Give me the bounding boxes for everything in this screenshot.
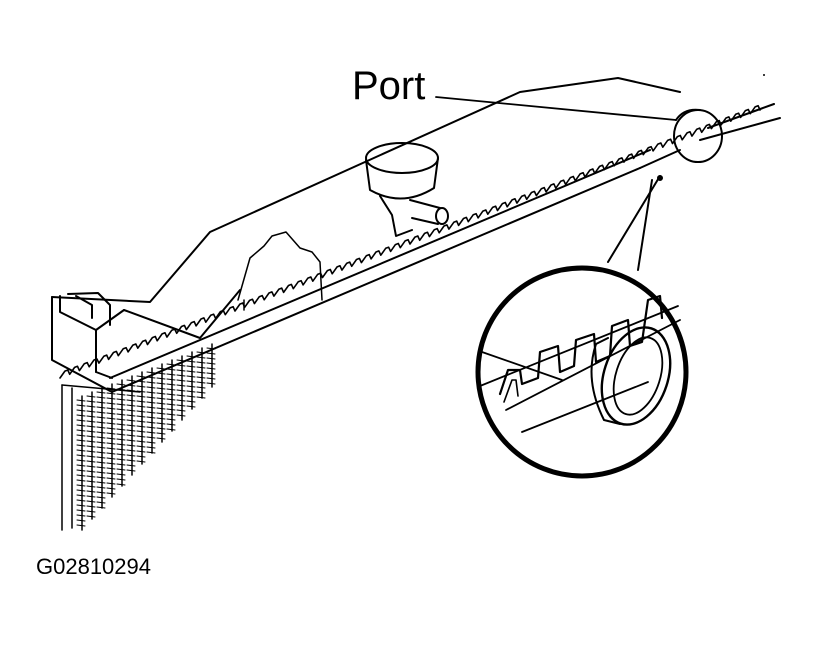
figure-id: G02810294 bbox=[36, 554, 151, 579]
detail-crimp-teeth bbox=[498, 294, 664, 396]
core-fins bbox=[76, 343, 216, 531]
crimp-seam bbox=[59, 104, 761, 379]
port-label: Port bbox=[352, 64, 426, 108]
magnified-detail bbox=[475, 265, 689, 479]
stray-dot bbox=[763, 74, 765, 76]
port-leader-line bbox=[435, 96, 677, 121]
tank-body bbox=[51, 77, 781, 393]
internal-baffle bbox=[237, 231, 323, 311]
callout-lines bbox=[607, 175, 663, 271]
radiator-core bbox=[61, 343, 216, 531]
port-cap bbox=[673, 108, 723, 163]
filler-neck bbox=[365, 142, 449, 237]
